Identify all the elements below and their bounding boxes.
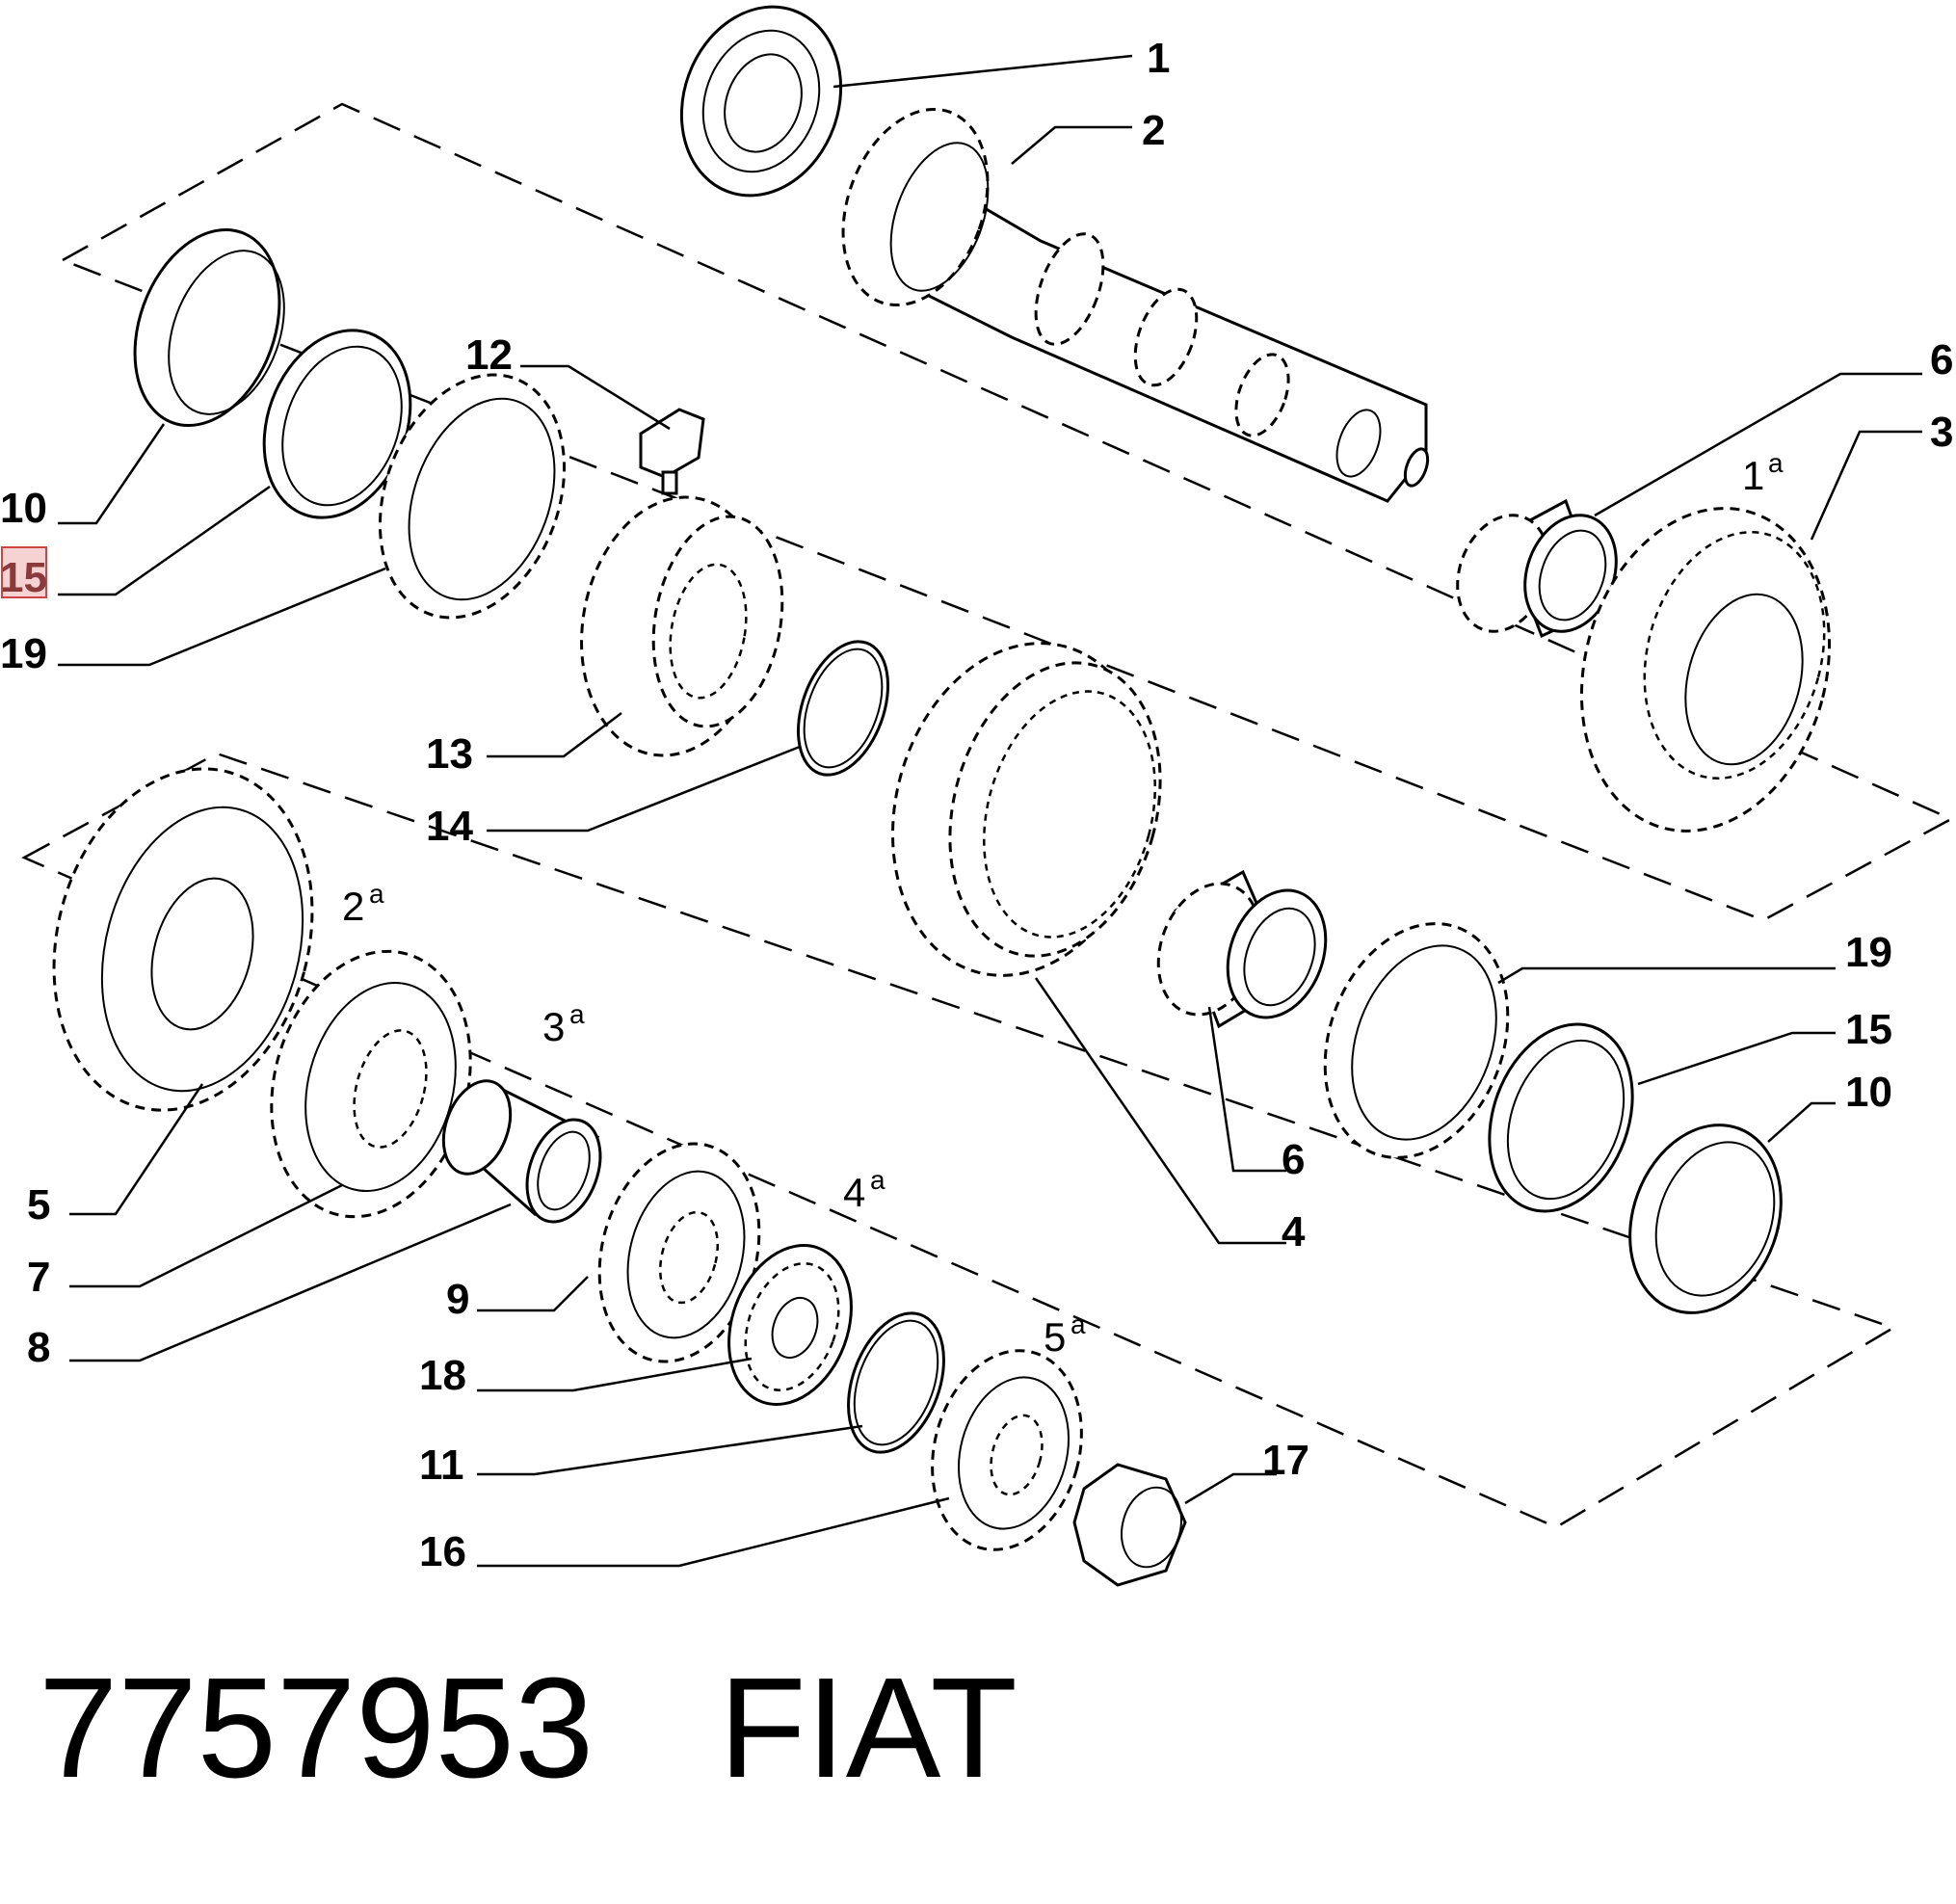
callout-18: 18 — [419, 1352, 466, 1399]
key-12 — [639, 408, 705, 495]
callout-14: 14 — [426, 803, 473, 850]
callout-16: 16 — [419, 1528, 466, 1575]
gear-5 — [52, 767, 314, 1112]
synchro-hub-13 — [580, 495, 784, 757]
callout-5: 5 — [27, 1181, 50, 1229]
washer-18 — [727, 1244, 853, 1406]
needle-bearing-6-upper — [1456, 498, 1618, 639]
callout-13: 13 — [426, 730, 473, 778]
gear-3 — [1579, 507, 1832, 833]
callout-6-lower: 6 — [1282, 1136, 1305, 1183]
synchro-cone-19-right — [1323, 922, 1510, 1159]
gear-label-4a: 4 a — [843, 1165, 885, 1215]
gear-label-1a: 1 a — [1742, 448, 1784, 498]
callout-7: 7 — [27, 1254, 50, 1301]
ring-15-right — [1488, 1022, 1634, 1213]
callout-9: 9 — [446, 1276, 469, 1323]
svg-text:a: a — [369, 879, 384, 909]
svg-text:3: 3 — [542, 1004, 565, 1049]
svg-text:a: a — [870, 1165, 885, 1195]
gear-16 — [931, 1349, 1083, 1551]
callout-8: 8 — [27, 1324, 50, 1371]
callout-19-left: 19 — [0, 630, 47, 677]
callout-15-left: 15 — [0, 554, 47, 601]
leader-lines — [58, 54, 1922, 1568]
bushing-8 — [441, 1079, 602, 1224]
svg-text:a: a — [569, 999, 585, 1029]
circlip-11 — [847, 1311, 945, 1454]
gear-label-2a: 2 a — [342, 879, 384, 929]
callout-17: 17 — [1262, 1437, 1309, 1484]
main-shaft-2 — [841, 107, 1430, 503]
synchro-cone-19-left — [378, 373, 567, 620]
synchro-ring-10-right — [1628, 1124, 1783, 1314]
callout-10-right: 10 — [1845, 1069, 1892, 1116]
highlight-box — [1, 546, 47, 598]
circlip-14 — [796, 640, 890, 777]
svg-text:a: a — [1768, 448, 1784, 478]
nut-17 — [1072, 1463, 1187, 1587]
callout-11: 11 — [419, 1441, 464, 1489]
svg-text:1: 1 — [1742, 453, 1764, 498]
upper-group-box — [60, 102, 1954, 922]
brand-name: FIAT — [719, 1649, 1018, 1808]
svg-text:5: 5 — [1044, 1314, 1066, 1360]
svg-text:4: 4 — [843, 1170, 865, 1215]
gear-label-3a: 3 a — [542, 999, 585, 1049]
callout-10-left: 10 — [0, 485, 47, 532]
gear-label-5a: 5 a — [1044, 1309, 1086, 1360]
bearing-1 — [679, 5, 843, 198]
callout-15-right: 15 — [1845, 1006, 1892, 1053]
callout-4: 4 — [1282, 1208, 1306, 1256]
needle-bearing-6-lower — [1156, 869, 1328, 1029]
part-number: 7757953 — [39, 1649, 595, 1808]
sliding-sleeve-4 — [891, 642, 1162, 977]
callout-3: 3 — [1930, 409, 1953, 456]
callout-1: 1 — [1147, 35, 1170, 82]
callout-12: 12 — [465, 331, 513, 379]
callout-19-right: 19 — [1845, 929, 1892, 976]
svg-text:2: 2 — [342, 884, 364, 929]
synchro-ring-10-left — [133, 227, 285, 428]
callout-2: 2 — [1142, 107, 1165, 154]
svg-text:a: a — [1071, 1309, 1086, 1339]
callout-6-upper: 6 — [1930, 336, 1953, 383]
